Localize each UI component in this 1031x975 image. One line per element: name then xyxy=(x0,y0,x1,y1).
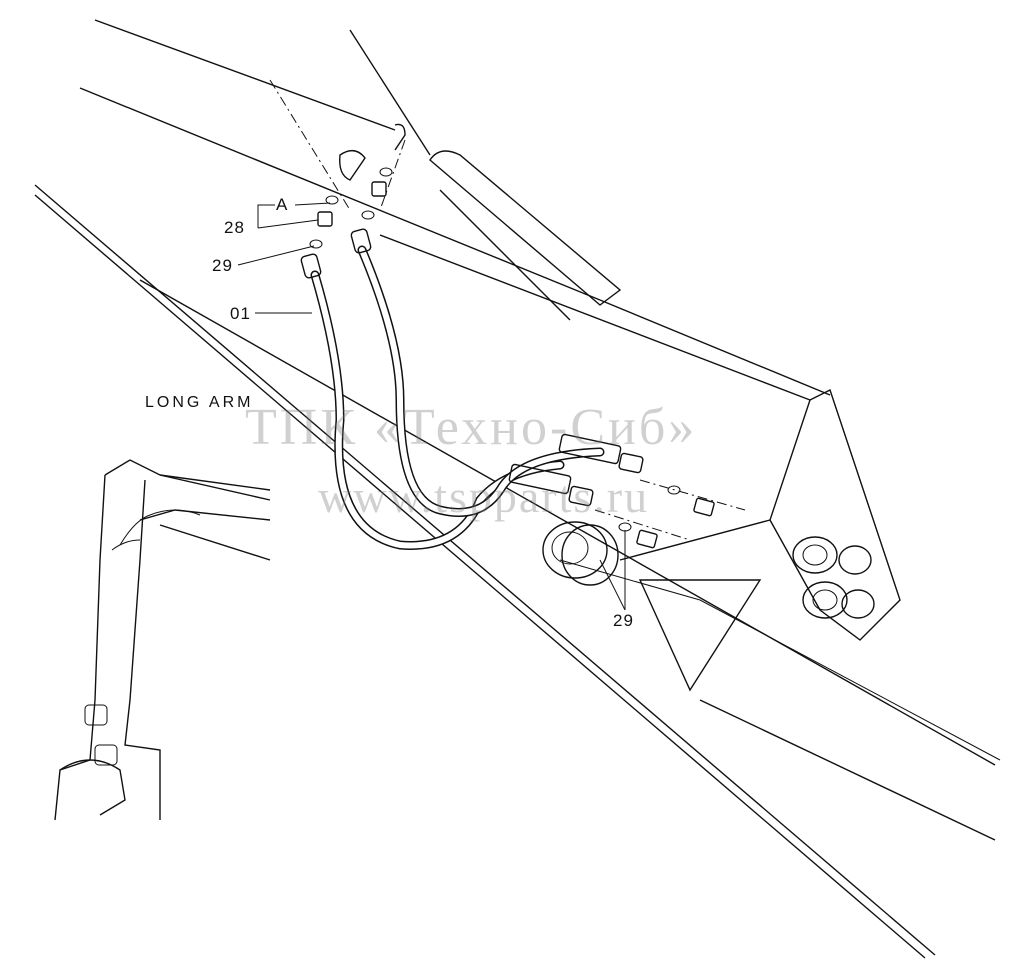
hose-clamp xyxy=(542,521,619,586)
pin-bosses xyxy=(792,536,875,619)
leader-lines xyxy=(237,202,626,611)
part-29-top-label: 29 xyxy=(212,256,233,275)
part-01-label: 01 xyxy=(230,304,251,323)
part-28-label: 28 xyxy=(224,218,245,237)
fittings xyxy=(300,123,715,549)
view-title: LONG ARM xyxy=(145,394,254,411)
center-lines xyxy=(269,79,746,541)
detail-ref-label: A xyxy=(276,195,289,214)
watermark-url: www.tspparts.ru xyxy=(318,471,650,522)
part-29-bottom-label: 29 xyxy=(613,611,634,630)
hydraulic-hoses xyxy=(310,245,605,550)
long-arm-inset xyxy=(54,459,271,821)
watermark-company: ТПК «Техно-Сиб» xyxy=(245,399,698,456)
